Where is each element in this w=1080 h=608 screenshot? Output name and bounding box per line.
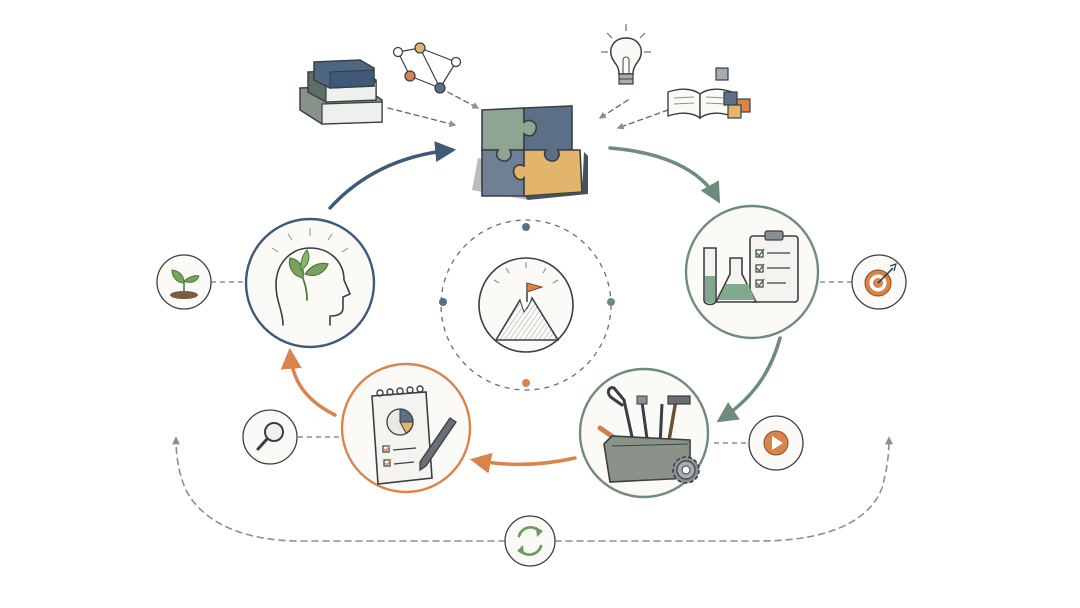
orbit-node-bottom — [522, 379, 530, 387]
head-sprout-icon — [271, 228, 351, 326]
notebook-chart-icon — [371, 385, 457, 485]
satellite-connectors — [211, 281, 852, 444]
satellite-launch — [748, 415, 804, 471]
outer-loop-left — [172, 436, 506, 542]
lab-clipboard-icon — [703, 230, 799, 306]
magnifier-icon — [256, 422, 284, 451]
sprout-icon — [170, 269, 200, 299]
play-icon — [763, 430, 789, 456]
stage-review — [340, 362, 472, 494]
cycle-arrows — [280, 141, 782, 474]
open-book-blocks-icon — [667, 67, 751, 120]
satellite-goal — [851, 254, 907, 310]
orbit-node-left — [439, 298, 447, 306]
outer-loop-right — [554, 436, 893, 542]
stage-build — [578, 367, 710, 499]
satellite-growth — [156, 254, 212, 310]
orbit-node-right — [607, 298, 615, 306]
arrow-review-to-reflect — [280, 347, 337, 417]
stage-test — [684, 204, 820, 340]
gear-icon — [672, 456, 700, 484]
outer-loop — [172, 436, 893, 542]
books-icon — [299, 59, 383, 125]
stage-integrate — [472, 105, 588, 200]
target-icon — [864, 262, 897, 297]
orbit-node-top — [522, 223, 530, 231]
network-icon — [392, 42, 462, 94]
mountain-flag-icon — [478, 257, 574, 353]
center-orbit — [439, 219, 615, 391]
input-arrows — [387, 87, 669, 130]
puzzle-icon — [472, 105, 588, 200]
cycle-icon — [517, 526, 543, 556]
lightbulb-icon — [601, 24, 651, 85]
satellite-repeat — [504, 515, 556, 567]
arrow-reflect-to-integrate — [328, 141, 457, 210]
satellite-inspect — [242, 409, 298, 465]
arrow-test-to-build — [716, 336, 782, 423]
arrow-integrate-to-test — [608, 146, 721, 204]
toolbox-icon — [597, 386, 700, 484]
arrow-build-to-review — [469, 452, 577, 474]
stage-reflect — [244, 217, 376, 349]
